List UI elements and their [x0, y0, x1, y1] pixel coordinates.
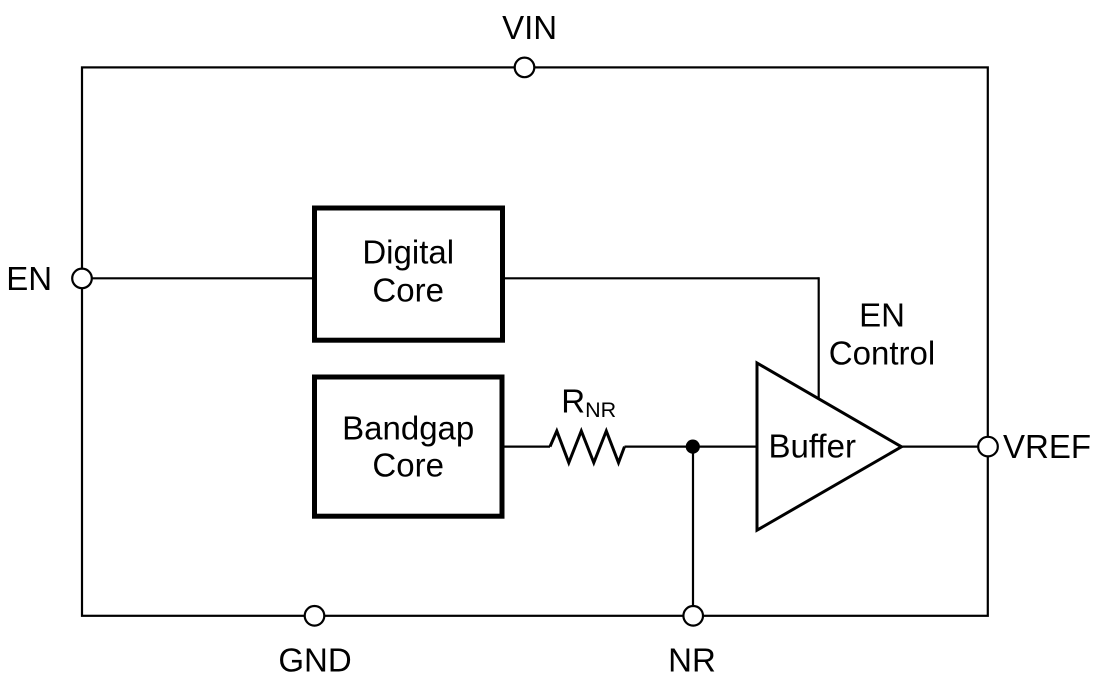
svg-text:GND: GND [278, 641, 351, 678]
svg-text:VREF: VREF [1003, 428, 1091, 465]
svg-text:NR: NR [668, 641, 716, 678]
svg-text:VIN: VIN [502, 9, 557, 46]
svg-text:Bandgap: Bandgap [342, 409, 474, 446]
svg-text:EN: EN [859, 296, 905, 333]
svg-text:Core: Core [372, 271, 444, 308]
svg-text:Core: Core [372, 446, 444, 483]
svg-text:RNR: RNR [561, 382, 616, 422]
svg-text:Buffer: Buffer [769, 428, 856, 465]
svg-text:Digital: Digital [362, 234, 454, 271]
svg-text:Control: Control [829, 335, 935, 372]
svg-text:EN: EN [6, 260, 52, 297]
